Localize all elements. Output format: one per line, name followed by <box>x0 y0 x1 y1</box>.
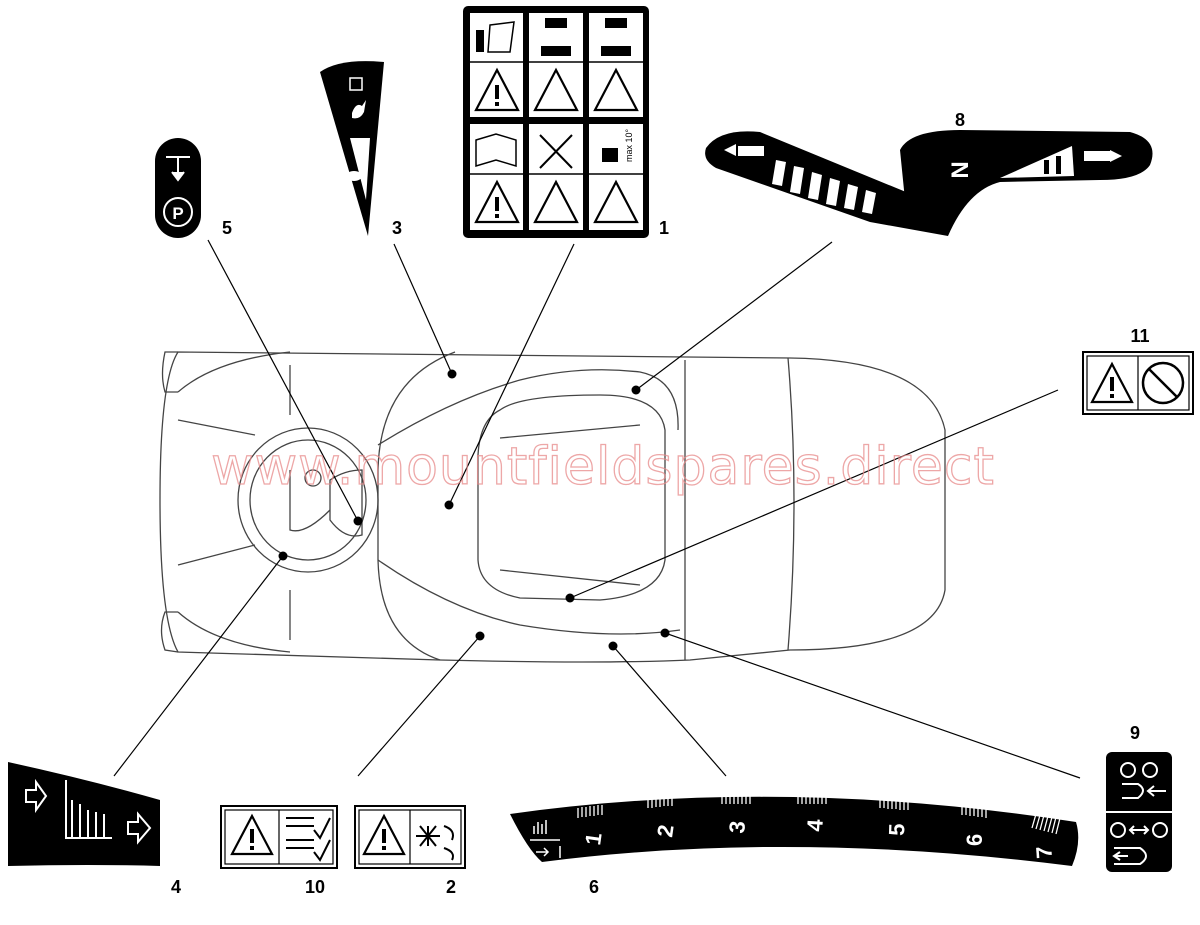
cut-height-5: 5 <box>884 823 909 836</box>
decal-safety-panel: max 10° <box>463 6 649 238</box>
callout-11: 11 <box>1130 326 1149 346</box>
cut-height-1: 1 <box>580 831 606 847</box>
engage-disengage-icon <box>1106 762 1172 865</box>
decal-drive-direction: N <box>705 130 1153 236</box>
decal-cut-height-scale: 1 2 3 4 5 6 7 <box>510 792 1079 866</box>
callout-9: 9 <box>1130 723 1140 743</box>
cut-height-4: 4 <box>802 818 828 833</box>
decal-mower-deck <box>8 762 160 866</box>
decal-engage <box>1106 752 1172 872</box>
callout-3: 3 <box>392 218 402 238</box>
watermark: www.mountfieldspares.direct <box>211 437 995 497</box>
callout-4: 4 <box>171 877 181 897</box>
callout-5: 5 <box>222 218 232 238</box>
callout-2: 2 <box>446 877 456 897</box>
decal-no-passengers <box>1082 351 1194 415</box>
callout-6: 6 <box>589 877 599 897</box>
callout-8: 8 <box>955 110 965 130</box>
safety-warning-panel-icon <box>474 67 639 224</box>
cut-height-7: 7 <box>1031 845 1057 859</box>
gear-neutral-label: N <box>947 161 974 178</box>
tilt-limit-label: max 10° <box>624 128 634 162</box>
decal-parking-brake: P <box>155 138 201 238</box>
callout-10: 10 <box>305 877 325 897</box>
cut-height-icon <box>530 820 561 858</box>
parking-brake-icon <box>163 156 193 227</box>
decal-10 <box>220 805 338 869</box>
parking-brake-letter: P <box>172 204 183 223</box>
callout-numbers: 1 3 5 8 11 9 4 10 2 6 <box>171 110 1150 897</box>
callout-1: 1 <box>659 218 669 238</box>
cut-height-2: 2 <box>652 823 678 839</box>
attachment-points <box>278 369 670 651</box>
leader-lines <box>113 239 1081 779</box>
drive-direction-icon <box>724 144 1122 214</box>
cut-height-6: 6 <box>962 834 987 846</box>
decal-throttle <box>320 61 384 236</box>
cut-height-ticks <box>577 792 1061 835</box>
tractor-outline <box>159 351 946 663</box>
decal-2 <box>354 805 466 869</box>
cut-height-3: 3 <box>724 820 750 835</box>
mower-deck-icon <box>25 778 152 845</box>
throttle-rabbit-turtle-icon <box>346 77 366 181</box>
